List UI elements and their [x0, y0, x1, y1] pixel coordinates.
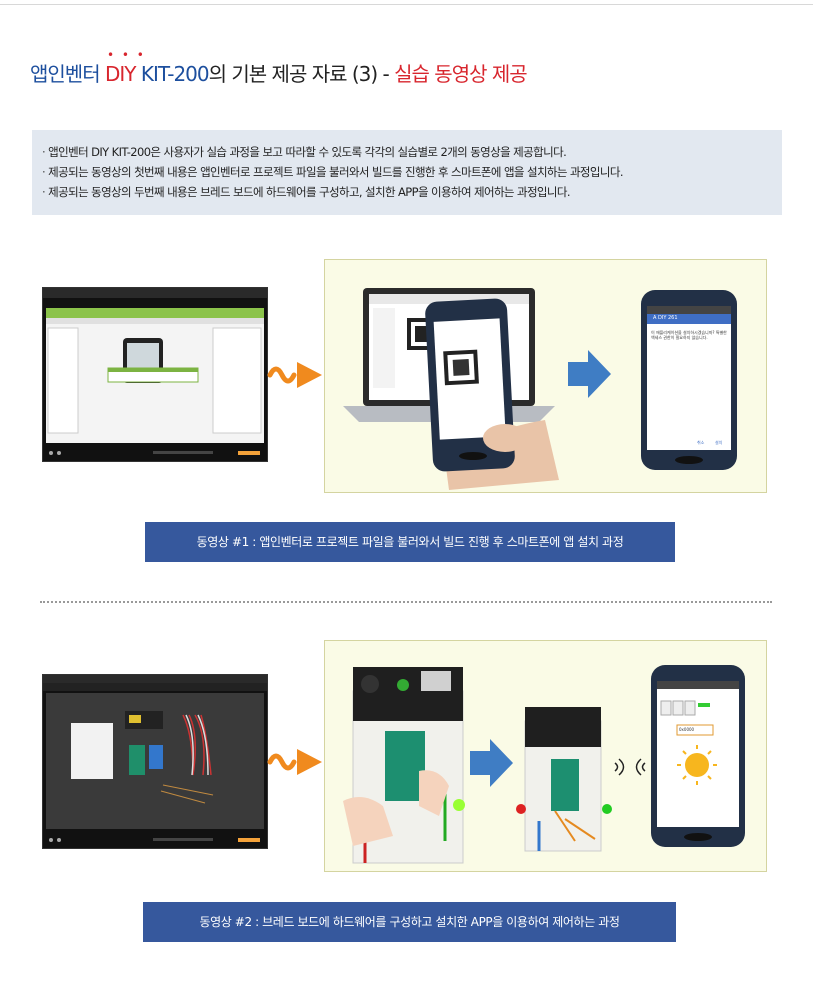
title-diy: • • •DIY	[104, 48, 144, 86]
info-item-1: 앱인벤터 DIY KIT-200은 사용자가 실습 과정을 보고 따라할 수 있…	[42, 142, 772, 162]
video1-panel: A DIY 261 이 애플리케이션을 설치하시겠습니까? 특별한 액세스 권한…	[324, 259, 767, 493]
orange-arrow-2	[267, 749, 322, 775]
video1-caption: 동영상 #1 : 앱인벤터로 프로젝트 파일을 불러와서 빌드 진행 후 스마트…	[145, 522, 675, 562]
title-dots: • • •	[106, 48, 146, 62]
breadboard-illustration	[343, 665, 745, 864]
title-diy-text: DIY	[104, 62, 137, 86]
phone-app-title: A DIY 261	[653, 315, 678, 321]
video2-screenshot	[43, 675, 267, 848]
page-title: 앱인벤터 • • •DIY KIT-200의 기본 제공 자료 (3) - 실습…	[30, 48, 528, 87]
phone-cancel-button[interactable]: 취소	[697, 440, 705, 445]
phone-install-button[interactable]: 설치	[715, 440, 723, 445]
phone-install-message: 이 애플리케이션을 설치하시겠습니까? 특별한 액세스 권한이 필요하지 않습니…	[651, 330, 727, 340]
info-box: 앱인벤터 DIY KIT-200은 사용자가 실습 과정을 보고 따라할 수 있…	[32, 130, 782, 215]
info-item-3: 제공되는 동영상의 두번째 내용은 브레드 보드에 하드웨어를 구성하고, 설치…	[42, 182, 772, 202]
video2-thumbnail[interactable]	[42, 674, 268, 849]
laptop-phone-illustration	[343, 288, 737, 490]
orange-arrow-1	[267, 362, 322, 388]
video1-thumbnail[interactable]	[42, 287, 268, 462]
phone-sensor-field[interactable]: 0x0000	[679, 727, 695, 732]
video1-screenshot	[43, 288, 267, 461]
video2-panel: 0x0000	[324, 640, 767, 872]
section-divider	[40, 601, 772, 603]
video2-caption: 동영상 #2 : 브레드 보드에 하드웨어를 구성하고 설치한 APP을 이용하…	[143, 902, 676, 942]
title-middle: 의 기본 제공 자료 (3) -	[208, 62, 395, 86]
top-border	[0, 0, 813, 5]
title-app-inventor: 앱인벤터	[30, 62, 105, 86]
title-emphasis: 실습 동영상 제공	[394, 62, 528, 86]
info-item-2: 제공되는 동영상의 첫번째 내용은 앱인벤터로 프로젝트 파일을 불러와서 빌드…	[42, 162, 772, 182]
title-kit: KIT-200	[135, 62, 210, 86]
